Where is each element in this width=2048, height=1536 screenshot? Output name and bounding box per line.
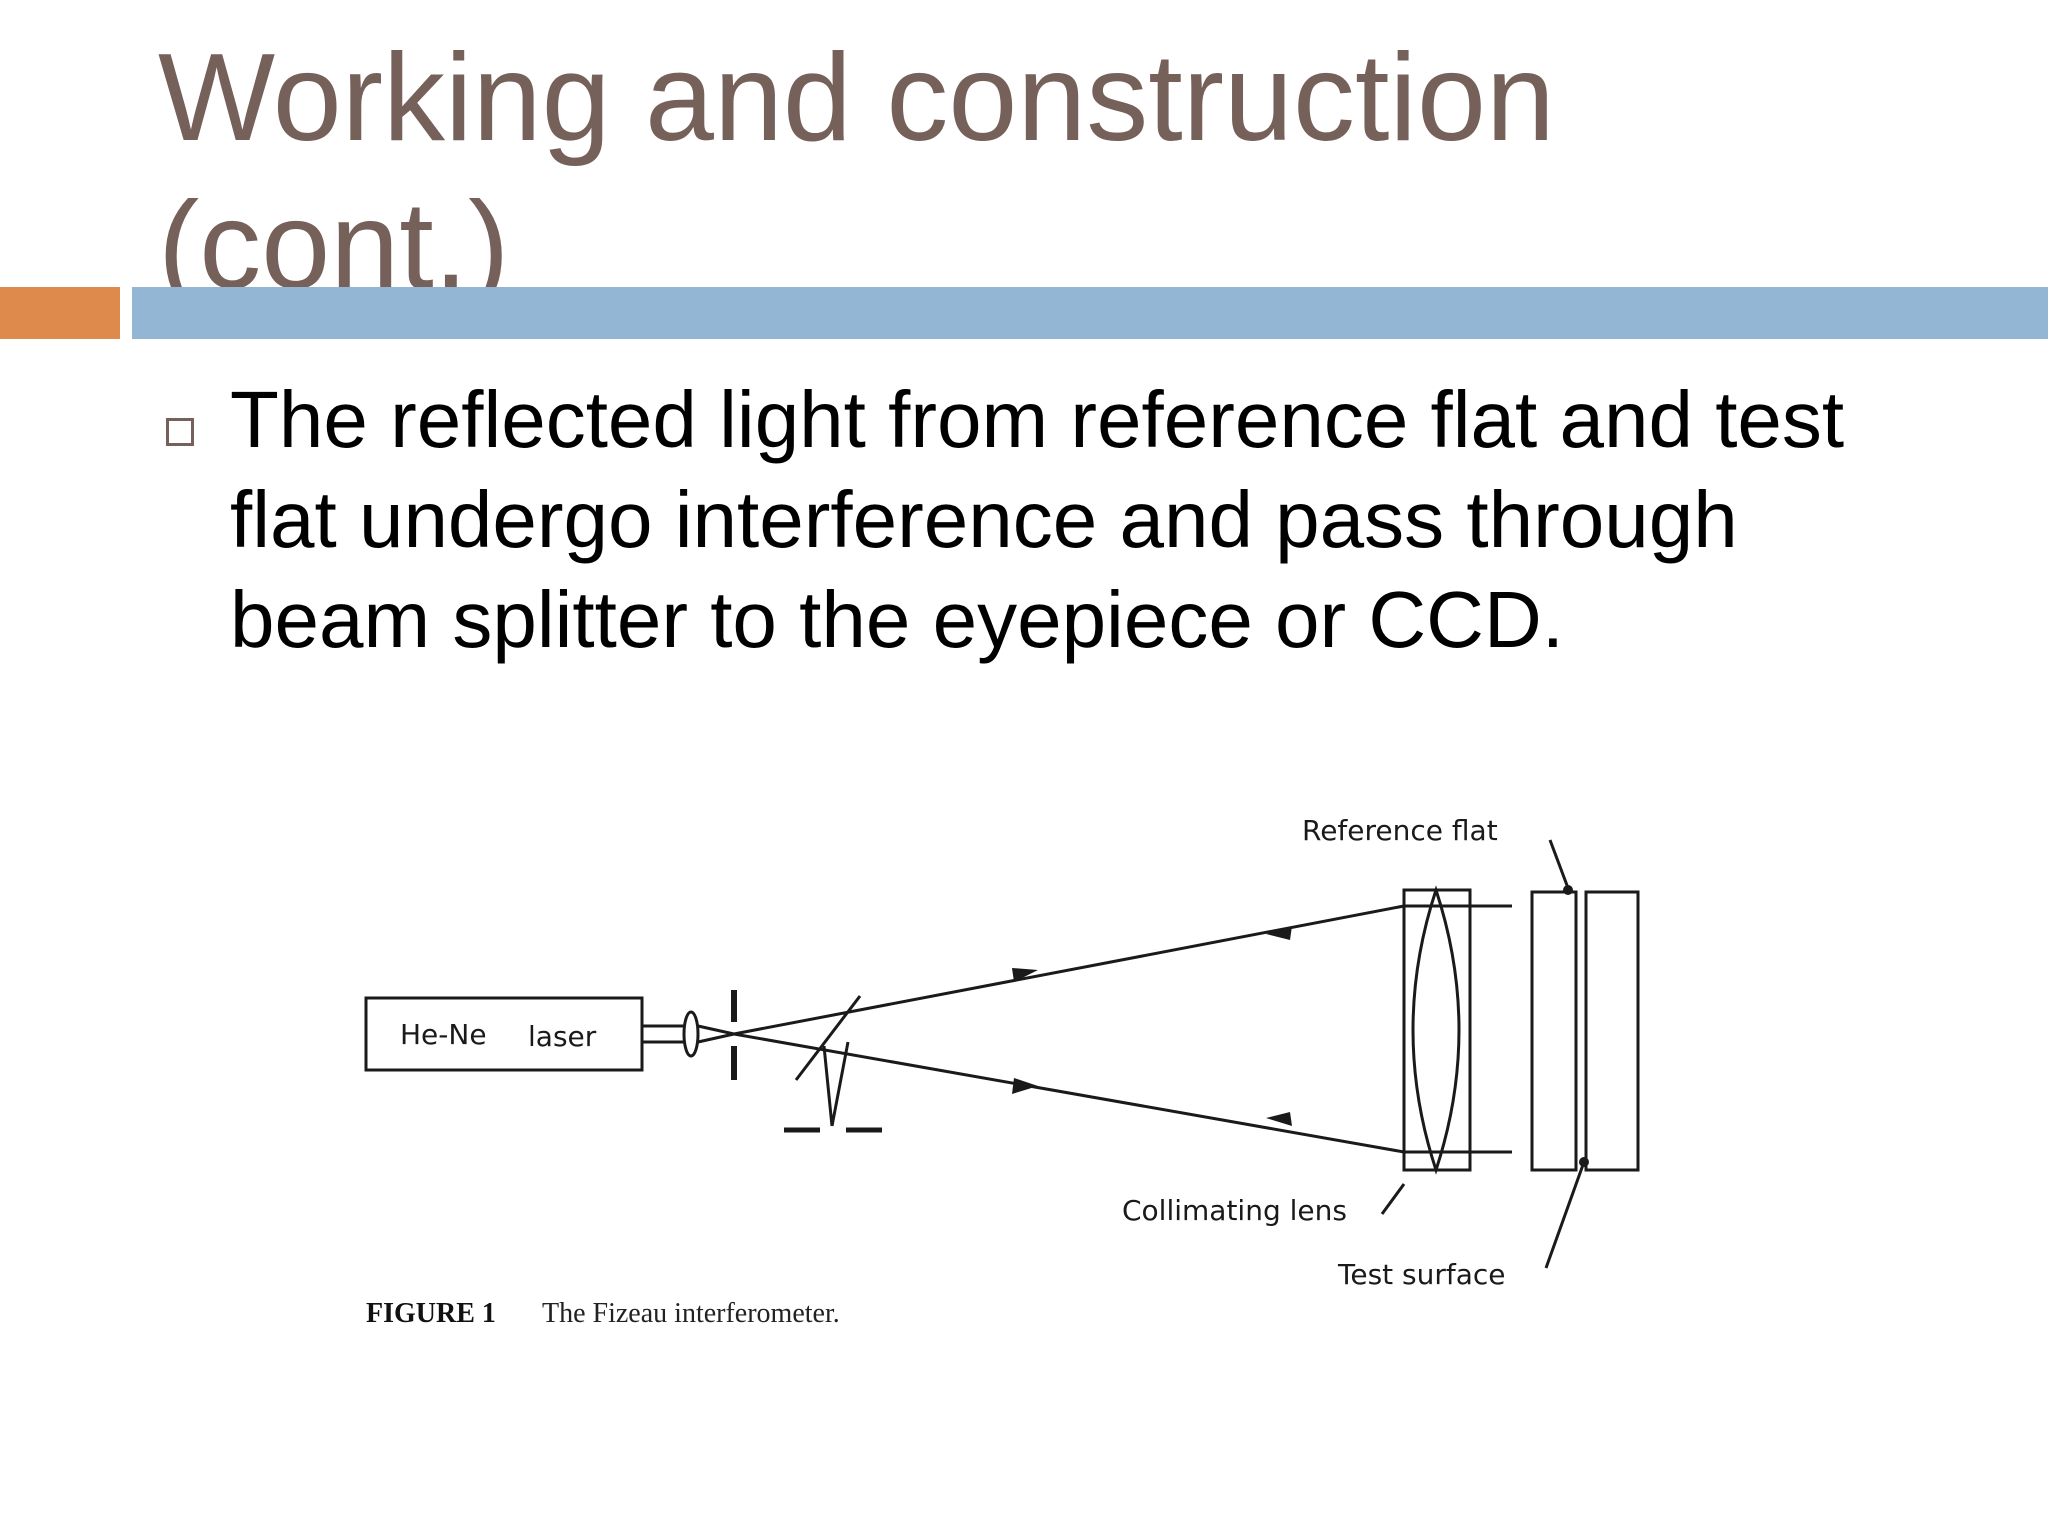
slide-title-line-1: Working and construction (158, 29, 1555, 167)
title-accent-bar-blue (132, 287, 2048, 339)
test-flat (1584, 890, 1640, 1172)
figure-caption-text: The Fizeau interferometer. (542, 1298, 840, 1329)
bullet-square-icon (166, 418, 194, 446)
test-surface-label: Test surface (1337, 1258, 1506, 1291)
laser-box (364, 996, 644, 1072)
arrow-return-bottom (1266, 1112, 1292, 1126)
focusing-lens (682, 1010, 700, 1058)
bullet-text: The reflected light from reference flat … (230, 375, 1845, 664)
reference-flat (1530, 890, 1578, 1172)
figure-caption-number: FIGURE 1 (366, 1298, 496, 1329)
arrow-return-top (1266, 926, 1292, 940)
fizeau-interferometer-figure: He-Ne laser Reference flat Collimating l… (300, 780, 1700, 1380)
slide-title: Working and construction (cont.) (158, 24, 1858, 320)
arrow-outgoing-bottom (1012, 1078, 1038, 1094)
collimating-lens-label: Collimating lens (1122, 1194, 1347, 1227)
fizeau-diagram: He-Ne laser Reference flat Collimating l… (364, 814, 1640, 1329)
laser-label-1: He-Ne (400, 1018, 487, 1051)
reference-flat-label: Reference flat (1302, 814, 1498, 847)
beam-splitter (794, 995, 862, 1081)
laser-label-2: laser (528, 1020, 597, 1053)
collimating-lens (1411, 885, 1461, 1175)
arrow-outgoing-top (1012, 968, 1038, 982)
title-accent-bar-orange (0, 287, 120, 339)
